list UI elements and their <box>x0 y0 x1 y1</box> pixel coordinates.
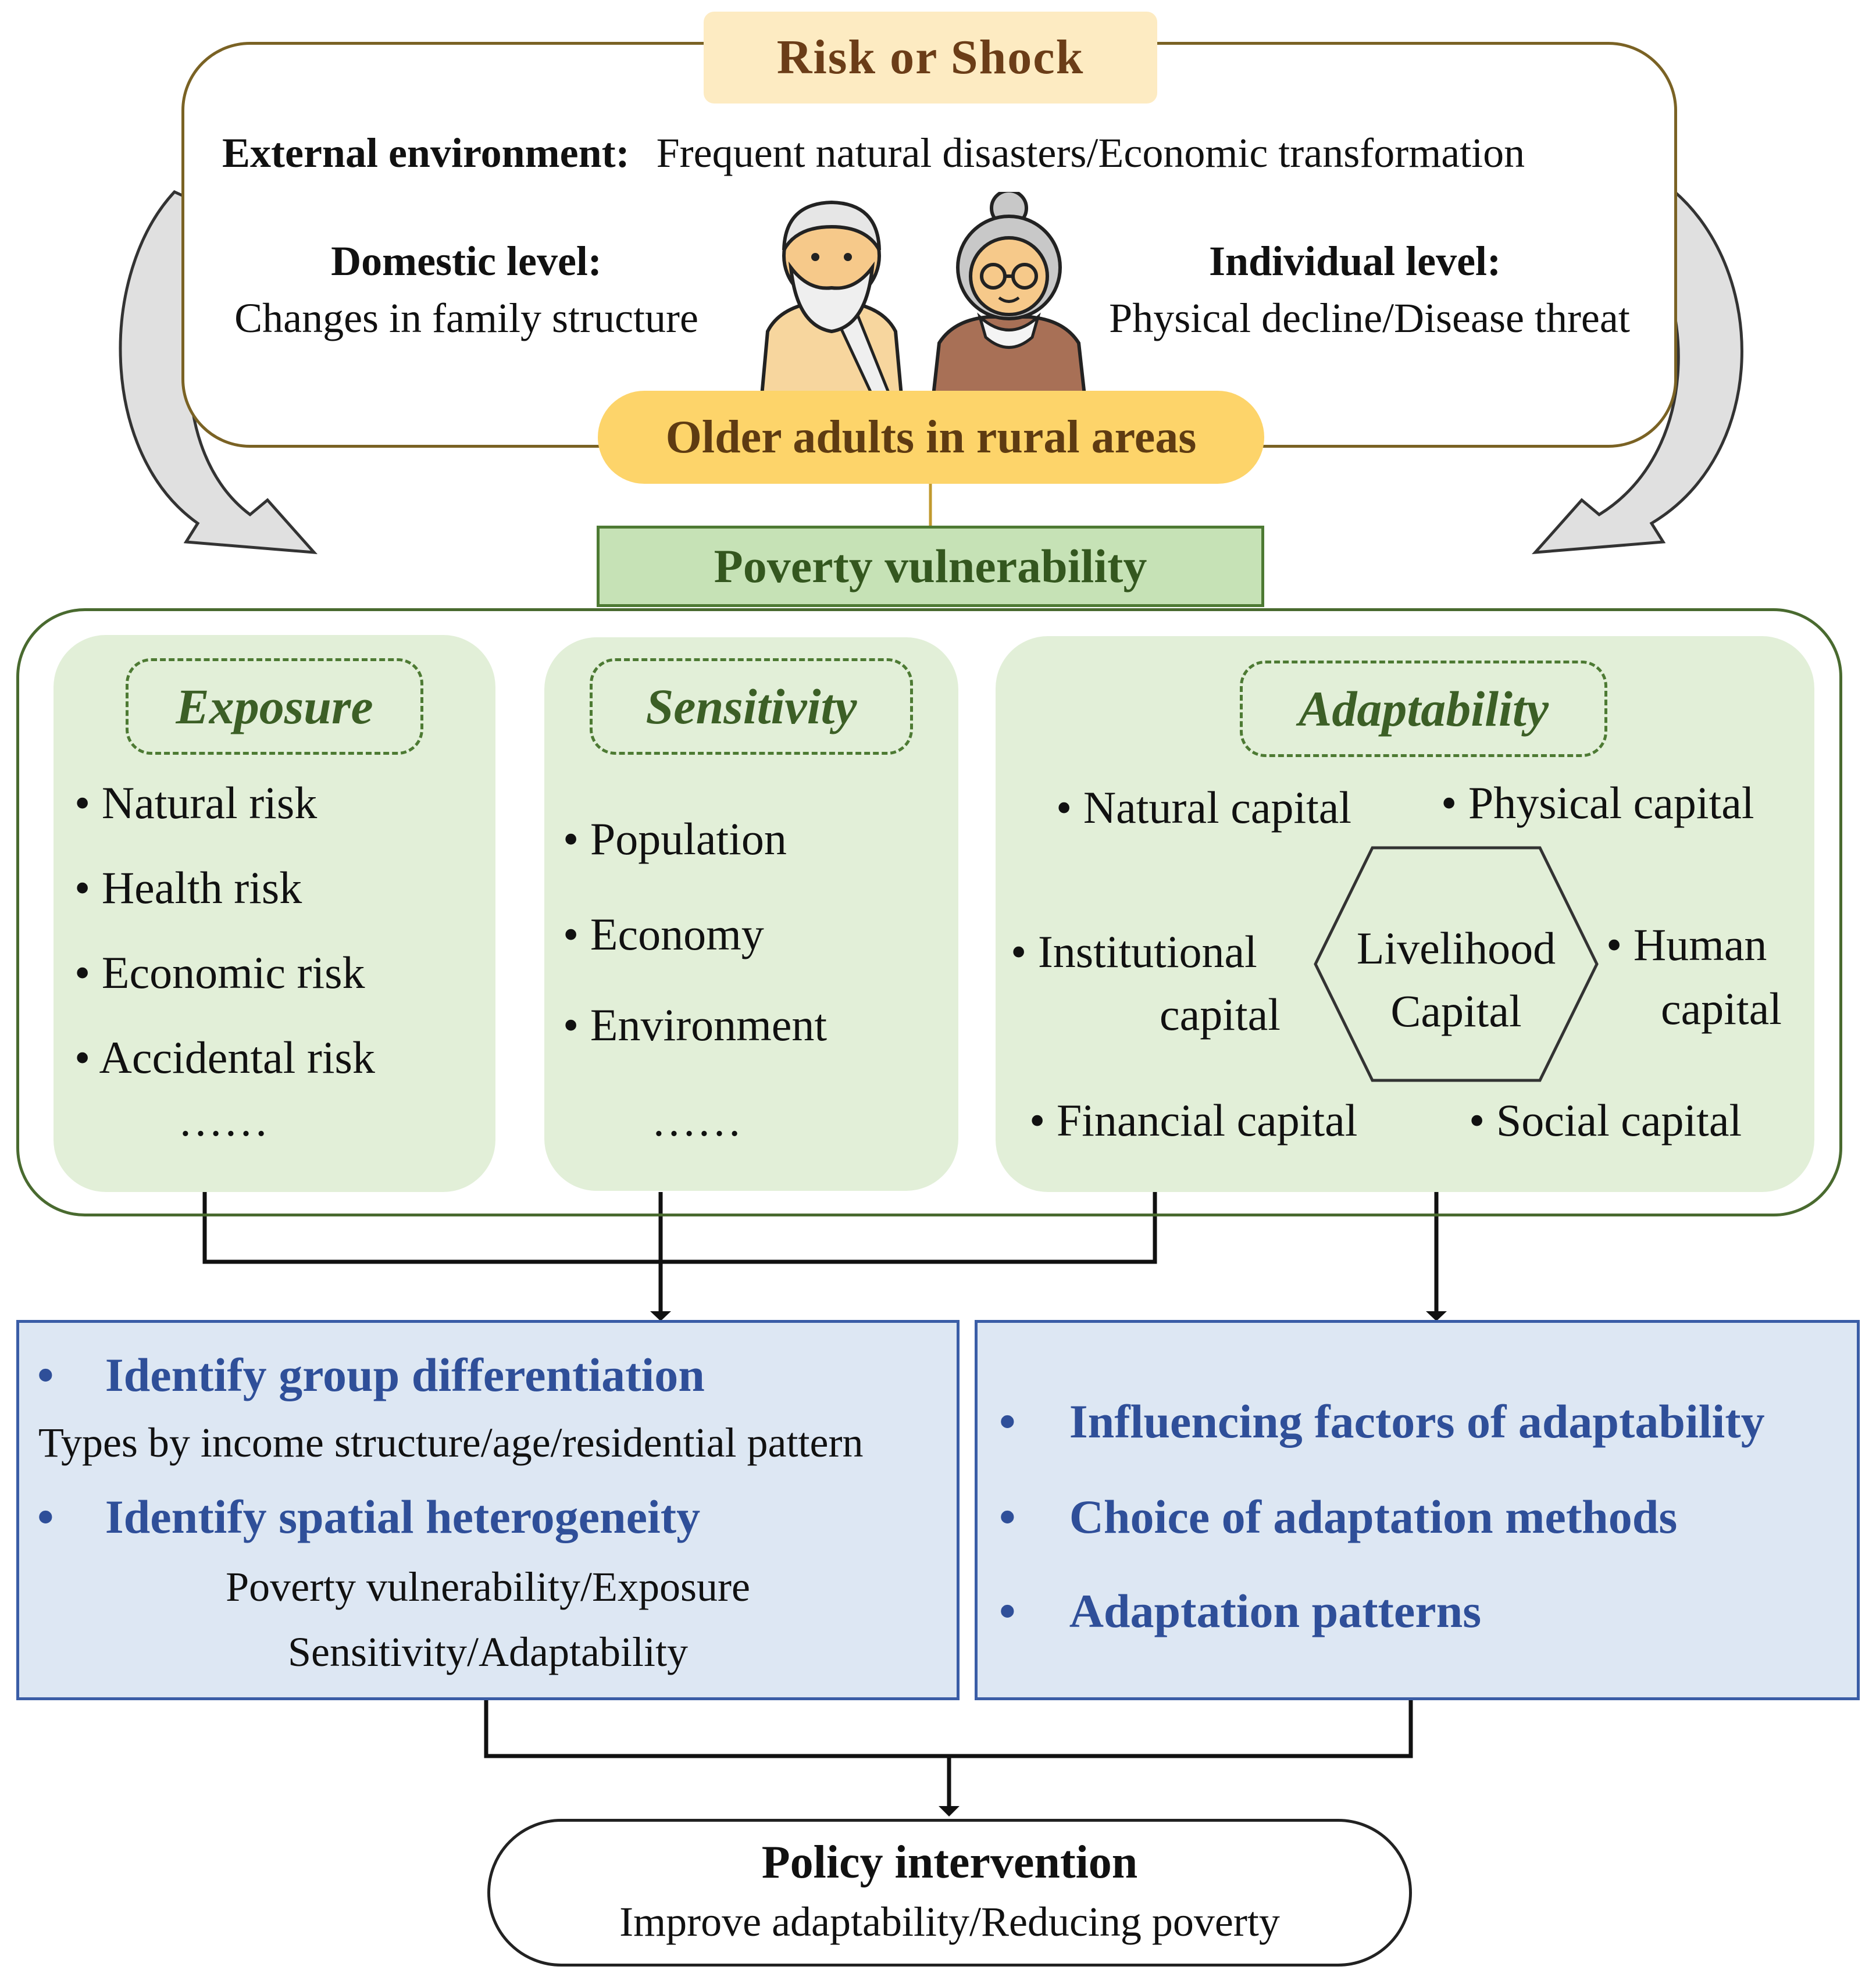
exposure-more: …… <box>178 1095 269 1145</box>
social-capital-label: Social capital <box>1496 1095 1742 1145</box>
exposure-item: • Economic risk <box>74 947 365 998</box>
old-woman-icon <box>931 192 1087 395</box>
natural-capital: • Natural capital <box>1056 782 1352 833</box>
bracket-lower <box>484 1700 1413 1810</box>
domestic-label: Domestic level: <box>331 238 602 284</box>
risk-shock-box <box>181 42 1677 448</box>
bracket-upper-left <box>202 1192 1157 1314</box>
sensitivity-more: …… <box>651 1095 742 1145</box>
individual-label: Individual level: <box>1208 238 1501 284</box>
right-item: •Choice of adaptation methods <box>999 1490 1678 1543</box>
institutional-capital-label: Institutional <box>1037 926 1257 977</box>
institutional-capital-2: capital <box>1160 989 1281 1040</box>
financial-capital-label: Financial capital <box>1056 1095 1358 1145</box>
exposure-item-label: Health risk <box>101 862 302 913</box>
left-head-2: •Identify spatial heterogeneity <box>37 1490 701 1543</box>
human-capital-2: capital <box>1661 983 1782 1034</box>
left-text-2b: Sensitivity/Adaptability <box>288 1629 688 1675</box>
left-text-1: Types by income structure/age/residentia… <box>38 1419 864 1466</box>
external-row: External environment: Frequent natural d… <box>222 129 1525 177</box>
older-adults-pill: Older adults in rural areas <box>598 391 1264 484</box>
exposure-item: • Accidental risk <box>74 1032 375 1083</box>
external-text: Frequent natural disasters/Economic tran… <box>656 130 1525 176</box>
right-item-label: Influencing factors of adaptability <box>1069 1395 1765 1448</box>
elderly-couple-icons <box>759 192 1087 395</box>
policy-title: Policy intervention <box>761 1837 1138 1888</box>
exposure-item-label: Economic risk <box>101 947 365 998</box>
sensitivity-item: • Environment <box>563 1000 828 1050</box>
exposure-item-label: Natural risk <box>101 777 318 828</box>
adaptability-panel <box>996 636 1814 1192</box>
old-man-icon <box>759 200 904 395</box>
individual-text: Physical decline/Disease threat <box>1109 295 1630 341</box>
adaptability-title: Adaptability <box>1240 661 1607 757</box>
human-capital-label: Human <box>1633 919 1767 970</box>
left-text-2a: Poverty vulnerability/Exposure <box>226 1564 750 1610</box>
right-item-label: Choice of adaptation methods <box>1069 1490 1678 1543</box>
sensitivity-item-label: Economy <box>590 909 764 959</box>
livelihood-line2: Capital <box>1390 986 1522 1036</box>
external-label: External environment: <box>222 130 630 176</box>
vulnerability-frame <box>16 608 1842 1216</box>
natural-capital-label: Natural capital <box>1083 782 1352 833</box>
physical-capital: • Physical capital <box>1441 777 1754 828</box>
sensitivity-item-label: Environment <box>590 1000 828 1050</box>
exposure-item: • Natural risk <box>74 777 318 828</box>
livelihood-hexagon <box>1314 846 1599 1082</box>
policy-box <box>487 1819 1412 1967</box>
sensitivity-item: • Population <box>563 813 787 864</box>
poverty-vulnerability-box: Poverty vulnerability <box>597 526 1264 607</box>
exposure-title: Exposure <box>126 658 423 755</box>
left-head-1: •Identify group differentiation <box>37 1348 705 1401</box>
left-head-2-label: Identify spatial heterogeneity <box>105 1490 701 1543</box>
right-item-label: Adaptation patterns <box>1069 1585 1482 1637</box>
physical-capital-label: Physical capital <box>1468 777 1754 828</box>
right-result-box <box>975 1320 1860 1700</box>
institutional-capital: • Institutional <box>1011 926 1257 977</box>
exposure-item: • Health risk <box>74 862 302 913</box>
exposure-item-label: Accidental risk <box>99 1032 375 1083</box>
right-item: •Influencing factors of adaptability <box>999 1395 1765 1448</box>
sensitivity-item-label: Population <box>590 813 787 864</box>
right-item: •Adaptation patterns <box>999 1585 1482 1637</box>
policy-text: Improve adaptability/Reducing poverty <box>619 1899 1280 1945</box>
left-head-1-label: Identify group differentiation <box>105 1348 705 1401</box>
livelihood-line1: Livelihood <box>1356 923 1556 973</box>
human-capital: • Human <box>1606 919 1767 970</box>
domestic-text: Changes in family structure <box>234 295 698 341</box>
financial-capital: • Financial capital <box>1029 1095 1358 1145</box>
risk-title: Risk or Shock <box>704 12 1157 104</box>
sensitivity-item: • Economy <box>563 909 764 959</box>
left-result-box <box>16 1320 960 1700</box>
social-capital: • Social capital <box>1469 1095 1742 1145</box>
sensitivity-title: Sensitivity <box>590 658 913 755</box>
